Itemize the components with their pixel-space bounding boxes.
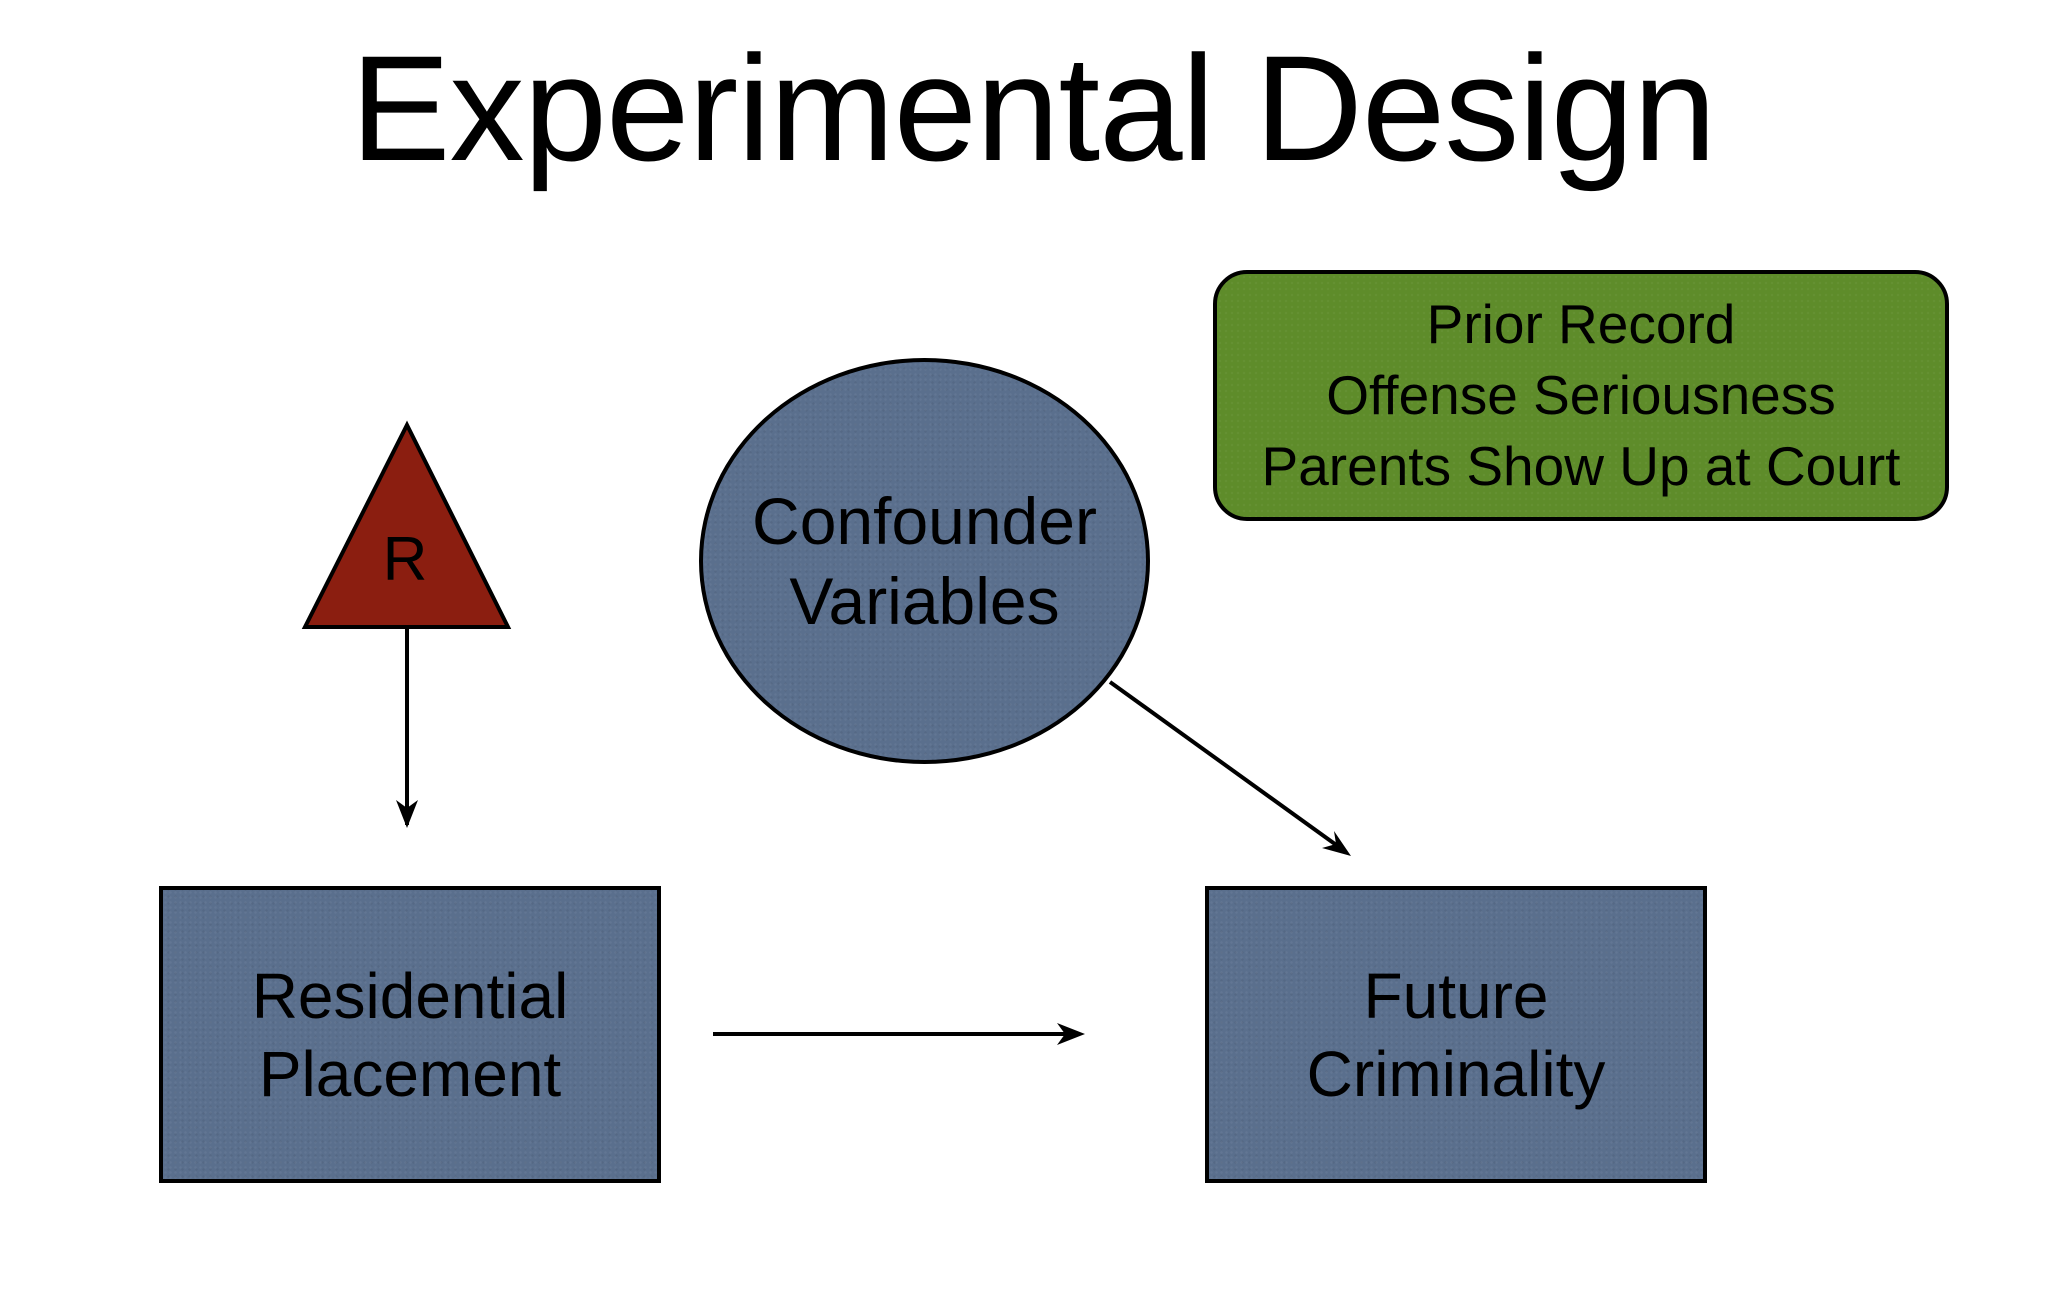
- treatment-line-2: Placement: [258, 1037, 562, 1110]
- slide-title: Experimental Design: [350, 24, 1717, 192]
- covariates-box: Prior Record Offense Seriousness Parents…: [1213, 270, 1949, 521]
- randomization-label: R: [382, 525, 428, 594]
- covariate-offense-seriousness: Offense Seriousness: [1326, 364, 1836, 426]
- confounder-variables-node: Confounder Variables: [699, 358, 1150, 764]
- covariate-prior-record: Prior Record: [1426, 293, 1736, 355]
- treatment-line-1: Residential: [251, 959, 569, 1032]
- arrow-confounder-to-outcome: [1108, 680, 1348, 854]
- residential-placement-node: Residential Placement: [159, 886, 661, 1183]
- covariate-parents-court: Parents Show Up at Court: [1261, 435, 1901, 497]
- outcome-line-2: Criminality: [1306, 1037, 1606, 1110]
- confounder-line-2: Variables: [789, 564, 1060, 638]
- arrowhead-treatment: [1057, 1023, 1085, 1045]
- outcome-line-1: Future: [1363, 959, 1549, 1032]
- arrowhead-randomization: [396, 800, 418, 828]
- confounder-line-1: Confounder: [752, 484, 1097, 558]
- arrowhead-confounder: [1322, 831, 1351, 856]
- future-criminality-node: Future Criminality: [1205, 886, 1707, 1183]
